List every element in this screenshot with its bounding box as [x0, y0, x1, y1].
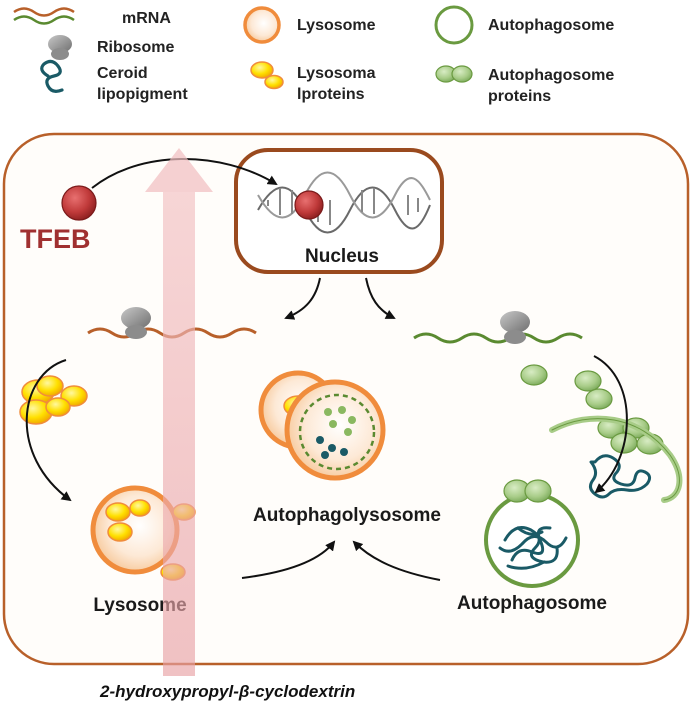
lysosomal-proteins-icon — [250, 61, 284, 90]
legend-lysosomal-label-2: lproteins — [297, 86, 365, 103]
proteins-to-autophagosome-arrow — [593, 355, 628, 494]
tfeb-in-nucleus-icon — [294, 190, 324, 220]
drug-label: 2-hydroxypropyl-β-cyclodextrin — [99, 682, 355, 701]
autophagy-mrna — [413, 311, 583, 344]
ceroid-lipopigment-cluster — [588, 454, 652, 499]
lysosome-legend-icon — [243, 6, 281, 44]
legend-ceroid-label-2: lipopigment — [97, 86, 188, 103]
nucleus: Nucleus — [234, 148, 444, 274]
cyclodextrin-arrow — [145, 148, 213, 676]
legend-ceroid-label-1: Ceroid — [97, 65, 148, 82]
nucleus-label: Nucleus — [305, 246, 379, 267]
legend-mrna-label: mRNA — [122, 10, 171, 27]
tfeb-label: TFEB — [20, 224, 91, 254]
lysosome-to-autophagolysosome-arrow — [241, 540, 336, 579]
autophagosome-legend-icon — [434, 5, 474, 45]
nucleus-to-autophagy-mrna-arrow — [365, 277, 396, 319]
dna-icon — [257, 171, 431, 234]
legend: mRNA Ribosome Ceroid lipopigment Lysosom… — [13, 5, 614, 105]
mrna-icon — [13, 7, 75, 25]
ribosome-icon — [48, 35, 72, 60]
ceroid-inside-autophagosome — [498, 526, 568, 570]
tfeb-icon — [61, 185, 97, 221]
autophagosome-proteins-icon — [435, 65, 473, 83]
phagophore-membrane-outline — [551, 418, 680, 501]
autophagosome-label: Autophagosome — [457, 593, 607, 614]
autophagolysosome-label: Autophagolysosome — [253, 505, 441, 526]
autophagolysosome: Autophagolysosome — [253, 370, 441, 526]
legend-autophagosome-label: Autophagosome — [488, 17, 614, 34]
ribosome-left-icon — [121, 307, 151, 339]
autophagosome-to-autophagolysosome-arrow — [352, 540, 441, 581]
legend-ribosome-label: Ribosome — [97, 39, 174, 56]
nucleus-to-lysosomal-mrna-arrow — [284, 277, 321, 320]
ribosome-right-icon — [500, 311, 530, 344]
ceroid-lipopigment-icon — [40, 59, 64, 93]
legend-autophagosome-proteins-label-2: proteins — [488, 88, 551, 105]
legend-autophagosome-proteins-label-1: Autophagosome — [488, 67, 614, 84]
legend-lysosome-label: Lysosome — [297, 17, 376, 34]
proteins-to-lysosome-arrow — [25, 359, 72, 502]
autophagosome: Autophagosome — [457, 479, 607, 614]
legend-lysosomal-label-1: Lysosoma — [297, 65, 376, 82]
